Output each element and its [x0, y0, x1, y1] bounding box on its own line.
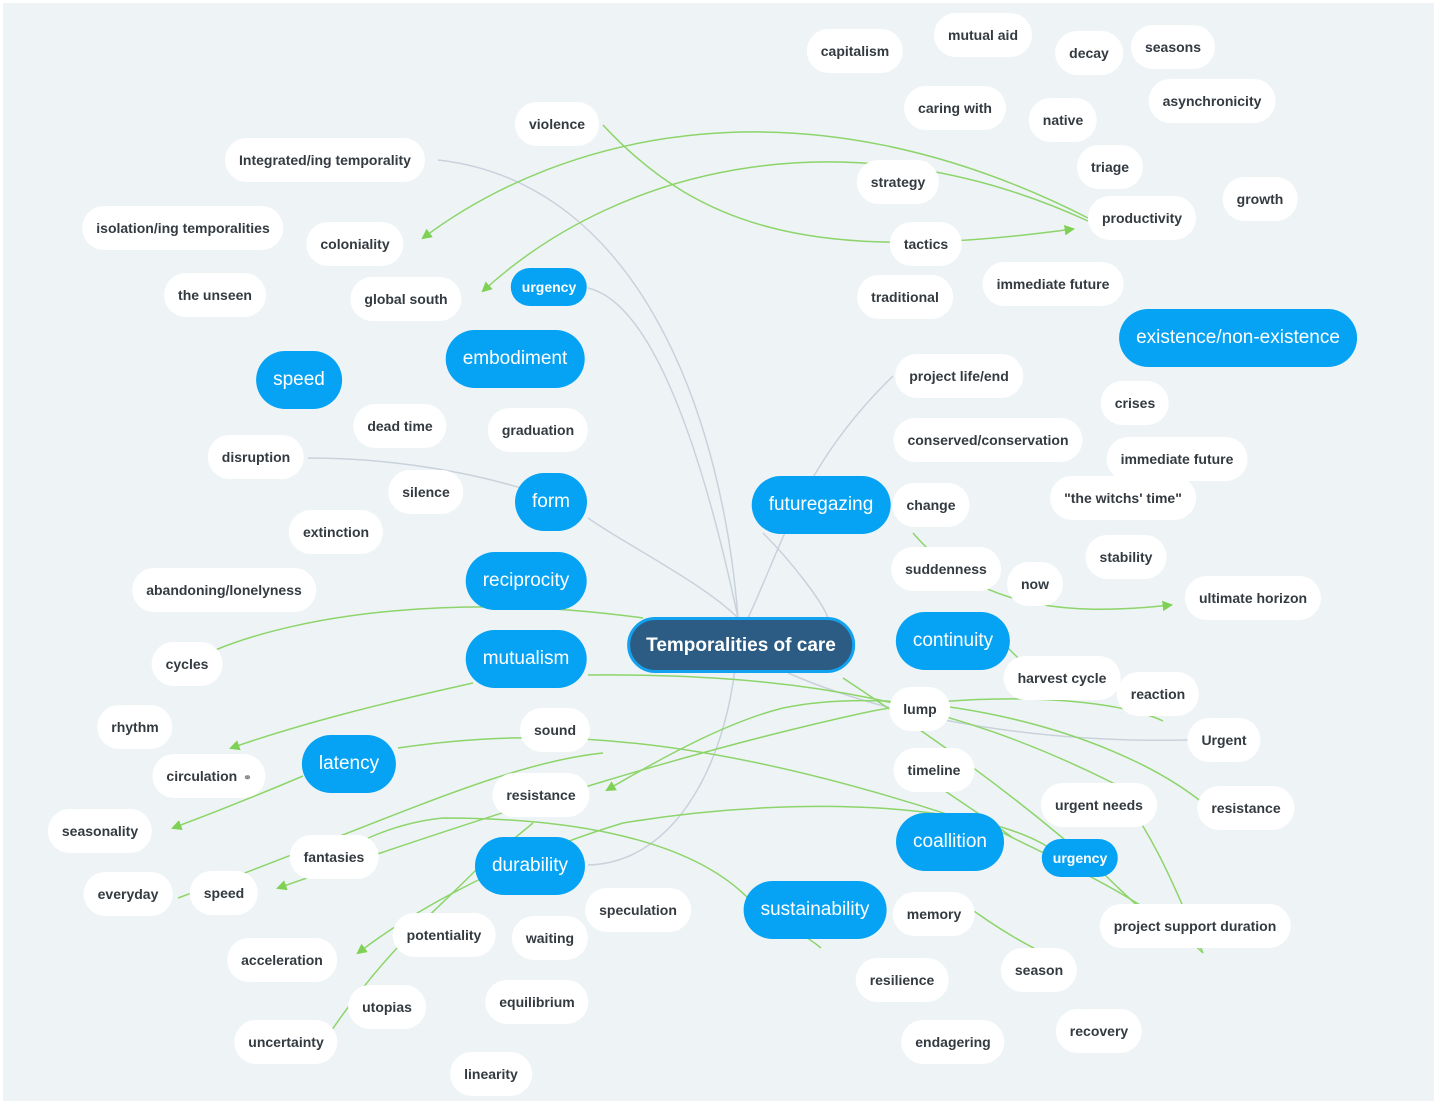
leaf-acceleration[interactable]: acceleration — [227, 938, 337, 982]
topic-reciprocity[interactable]: reciprocity — [465, 552, 587, 610]
relation-line — [605, 699, 1204, 804]
leaf-graduation[interactable]: graduation — [487, 408, 589, 452]
leaf-resistance-left[interactable]: resistance — [492, 773, 590, 817]
leaf-integrated-temporality[interactable]: Integrated/ing temporality — [225, 138, 425, 182]
topic-urgency-top[interactable]: urgency — [510, 268, 588, 306]
relation-line — [397, 736, 1204, 954]
leaf-traditional[interactable]: traditional — [857, 275, 953, 319]
leaf-harvest-cycle[interactable]: harvest cycle — [1003, 656, 1121, 700]
leaf-violence[interactable]: violence — [514, 102, 600, 146]
mind-map-canvas: Temporalities of care speed embodiment u… — [3, 3, 1434, 1101]
leaf-seasonality[interactable]: seasonality — [47, 809, 153, 853]
leaf-linearity[interactable]: linearity — [450, 1052, 532, 1096]
leaf-tactics[interactable]: tactics — [889, 222, 963, 266]
leaf-project-life-end[interactable]: project life/end — [895, 354, 1023, 398]
leaf-project-support-duration[interactable]: project support duration — [1099, 904, 1291, 948]
leaf-dead-time[interactable]: dead time — [353, 404, 447, 448]
leaf-urgent[interactable]: Urgent — [1187, 718, 1261, 762]
leaf-utopias[interactable]: utopias — [348, 985, 426, 1029]
relation-line — [276, 698, 1164, 891]
leaf-mutual-aid[interactable]: mutual aid — [933, 13, 1033, 57]
leaf-disruption[interactable]: disruption — [207, 435, 305, 479]
leaf-cycles[interactable]: cycles — [151, 642, 223, 686]
leaf-the-unseen[interactable]: the unseen — [164, 273, 266, 317]
topic-urgency-bottom[interactable]: urgency — [1041, 839, 1119, 877]
leaf-immediate-future-right[interactable]: immediate future — [1106, 437, 1248, 481]
relation-line — [481, 161, 1089, 293]
leaf-caring-with[interactable]: caring with — [904, 86, 1006, 130]
relation-line — [421, 131, 1089, 240]
leaf-recovery[interactable]: recovery — [1055, 1009, 1143, 1053]
relation-line — [229, 682, 474, 751]
leaf-conserved-conservation[interactable]: conserved/conservation — [893, 418, 1083, 462]
leaf-lump[interactable]: lump — [889, 687, 951, 731]
relation-line — [171, 775, 304, 830]
relation-line — [177, 752, 604, 899]
leaf-immediate-future-top[interactable]: immediate future — [982, 262, 1124, 306]
leaf-resilience[interactable]: resilience — [855, 958, 949, 1002]
topic-embodiment[interactable]: embodiment — [445, 330, 585, 388]
topic-continuity[interactable]: continuity — [895, 612, 1011, 670]
leaf-now[interactable]: now — [1007, 562, 1063, 606]
leaf-extinction[interactable]: extinction — [288, 510, 384, 554]
leaf-triage[interactable]: triage — [1076, 145, 1144, 189]
topic-latency[interactable]: latency — [301, 735, 397, 793]
leaf-reaction[interactable]: reaction — [1116, 672, 1200, 716]
leaf-asynchronicity[interactable]: asynchronicity — [1148, 79, 1276, 123]
leaf-waiting[interactable]: waiting — [511, 916, 589, 960]
leaf-timeline[interactable]: timeline — [893, 748, 975, 792]
relation-line — [212, 606, 644, 652]
leaf-uncertainty[interactable]: uncertainty — [234, 1020, 338, 1064]
leaf-speculation[interactable]: speculation — [585, 888, 691, 932]
leaf-stability[interactable]: stability — [1085, 535, 1167, 579]
topic-form[interactable]: form — [515, 473, 587, 531]
leaf-capitalism[interactable]: capitalism — [806, 29, 904, 73]
leaf-seasons[interactable]: seasons — [1130, 25, 1216, 69]
leaf-decay[interactable]: decay — [1055, 31, 1123, 75]
leaf-native[interactable]: native — [1028, 98, 1098, 142]
leaf-the-witchs-time[interactable]: "the witchs' time" — [1050, 476, 1196, 520]
leaf-fantasies[interactable]: fantasies — [289, 835, 379, 879]
topic-coallition[interactable]: coallition — [896, 813, 1004, 871]
leaf-season[interactable]: season — [1000, 948, 1078, 992]
leaf-change[interactable]: change — [892, 483, 970, 527]
topic-mutualism[interactable]: mutualism — [465, 630, 587, 688]
leaf-circulation[interactable]: circulation ⚭ — [152, 754, 266, 798]
leaf-abandoning-lonelyness[interactable]: abandoning/lonelyness — [132, 568, 316, 612]
leaf-coloniality[interactable]: coloniality — [306, 222, 404, 266]
leaf-resistance-right[interactable]: resistance — [1197, 786, 1295, 830]
leaf-speed[interactable]: speed — [189, 871, 259, 915]
branch-line — [587, 517, 739, 619]
leaf-silence[interactable]: silence — [388, 470, 464, 514]
leaf-crises[interactable]: crises — [1100, 381, 1170, 425]
leaf-growth[interactable]: growth — [1222, 177, 1298, 221]
leaf-sound[interactable]: sound — [520, 708, 590, 752]
topic-existence-non-existence[interactable]: existence/non-existence — [1119, 309, 1357, 367]
topic-sustainability[interactable]: sustainability — [743, 881, 887, 939]
leaf-urgent-needs[interactable]: urgent needs — [1041, 783, 1157, 827]
leaf-productivity[interactable]: productivity — [1087, 196, 1197, 240]
branch-line — [587, 287, 739, 619]
topic-futuregazing[interactable]: futuregazing — [751, 476, 891, 534]
link-icon[interactable]: ⚭ — [243, 773, 252, 784]
leaf-ultimate-horizon[interactable]: ultimate horizon — [1184, 576, 1322, 620]
relation-line — [602, 124, 1076, 244]
leaf-potentiality[interactable]: potentiality — [392, 913, 496, 957]
relation-line — [587, 674, 1204, 954]
leaf-everyday[interactable]: everyday — [83, 872, 173, 916]
leaf-isolation-temporalities[interactable]: isolation/ing temporalities — [82, 206, 284, 250]
leaf-circulation-label: circulation — [166, 768, 238, 784]
topic-durability[interactable]: durability — [474, 837, 586, 895]
central-topic[interactable]: Temporalities of care — [627, 617, 855, 673]
branch-line — [762, 532, 829, 619]
topic-speed[interactable]: speed — [256, 351, 342, 409]
leaf-global-south[interactable]: global south — [350, 277, 462, 321]
leaf-strategy[interactable]: strategy — [856, 160, 940, 204]
leaf-memory[interactable]: memory — [892, 892, 976, 936]
leaf-equilibrium[interactable]: equilibrium — [485, 980, 589, 1024]
leaf-suddenness[interactable]: suddenness — [891, 547, 1001, 591]
leaf-endagering[interactable]: endagering — [901, 1020, 1005, 1064]
leaf-rhythm[interactable]: rhythm — [97, 705, 173, 749]
branch-line — [437, 159, 739, 619]
